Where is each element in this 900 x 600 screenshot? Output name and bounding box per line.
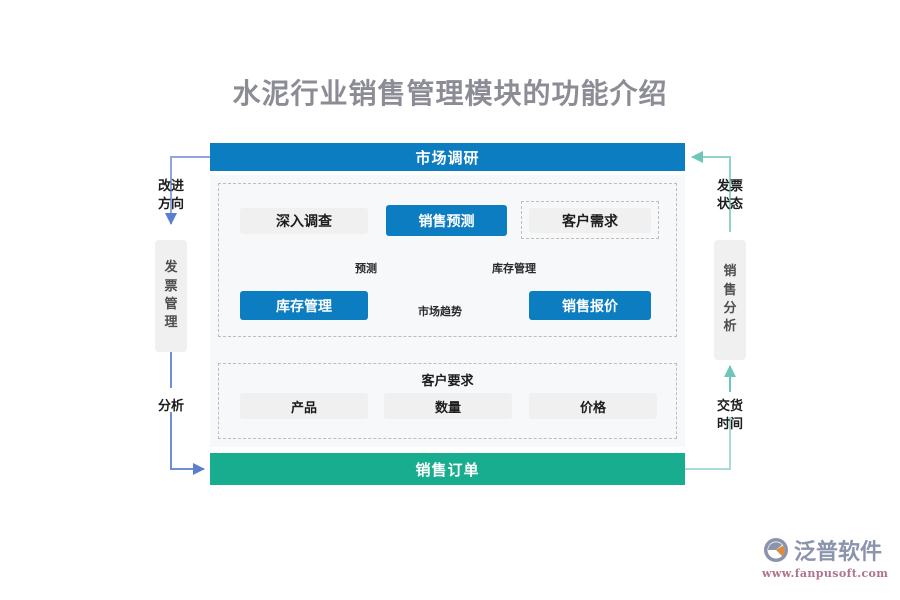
logo-url: www.fanpusoft.com: [762, 567, 889, 580]
dashed-group-requirements: [218, 363, 677, 439]
page-title: 水泥行业销售管理模块的功能介绍: [232, 77, 668, 110]
footer-bar-sales-order[interactable]: 销售订单: [210, 453, 685, 485]
logo-name: 泛普软件: [794, 540, 883, 565]
label-invoice-status: 发票 状态: [700, 178, 760, 213]
side-box-char-2: 票: [164, 278, 178, 294]
side-box-char-1: 发: [164, 260, 178, 276]
edge-label-market-trend: 市场趋势: [415, 303, 465, 319]
requirement-item-product[interactable]: 产品: [240, 393, 368, 419]
label-improvement-direction: 改进 方向: [141, 178, 201, 213]
node-sales-forecast[interactable]: 销售预测: [386, 205, 507, 236]
label-line-1: 交货: [716, 399, 743, 414]
fanpu-logo-icon: [762, 536, 790, 564]
side-box-char-4: 析: [723, 319, 737, 335]
requirements-title: 客户要求: [421, 374, 474, 389]
node-customer-demand[interactable]: 客户需求: [529, 208, 651, 233]
dashed-group-forecast: [218, 183, 677, 337]
side-box-char-3: 分: [723, 301, 737, 316]
edge-label-inventory: 库存管理: [489, 260, 539, 276]
node-deep-survey[interactable]: 深入调查: [240, 208, 368, 234]
edge-label-forecast: 预测: [352, 260, 380, 276]
side-box-sales-analysis[interactable]: 销 售 分 析: [714, 240, 746, 360]
side-box-invoice-management[interactable]: 发 票 管 理: [155, 240, 187, 352]
requirement-item-quantity[interactable]: 数量: [384, 393, 512, 419]
dashed-group-customer-demand: [521, 201, 659, 239]
node-sales-quote[interactable]: 销售报价: [529, 291, 651, 320]
brand-logo: 泛普软件 www.fanpusoft.com: [762, 534, 892, 586]
label-analysis: 分析: [157, 399, 184, 414]
side-box-char-3: 管: [164, 297, 178, 312]
label-delivery-time: 交货 时间: [700, 398, 760, 433]
label-line-2: 方向: [157, 196, 184, 212]
label-line-2: 状态: [716, 196, 743, 212]
side-box-char-4: 理: [164, 315, 178, 331]
label-line-1: 发票: [716, 179, 743, 194]
side-box-char-2: 售: [723, 282, 737, 298]
label-line-2: 时间: [716, 416, 743, 432]
side-box-char-1: 销: [723, 264, 737, 280]
requirement-item-price[interactable]: 价格: [529, 393, 657, 419]
label-line-1: 改进: [157, 179, 184, 194]
header-bar-market-research[interactable]: 市场调研: [210, 143, 685, 171]
node-inventory-management[interactable]: 库存管理: [240, 291, 368, 320]
